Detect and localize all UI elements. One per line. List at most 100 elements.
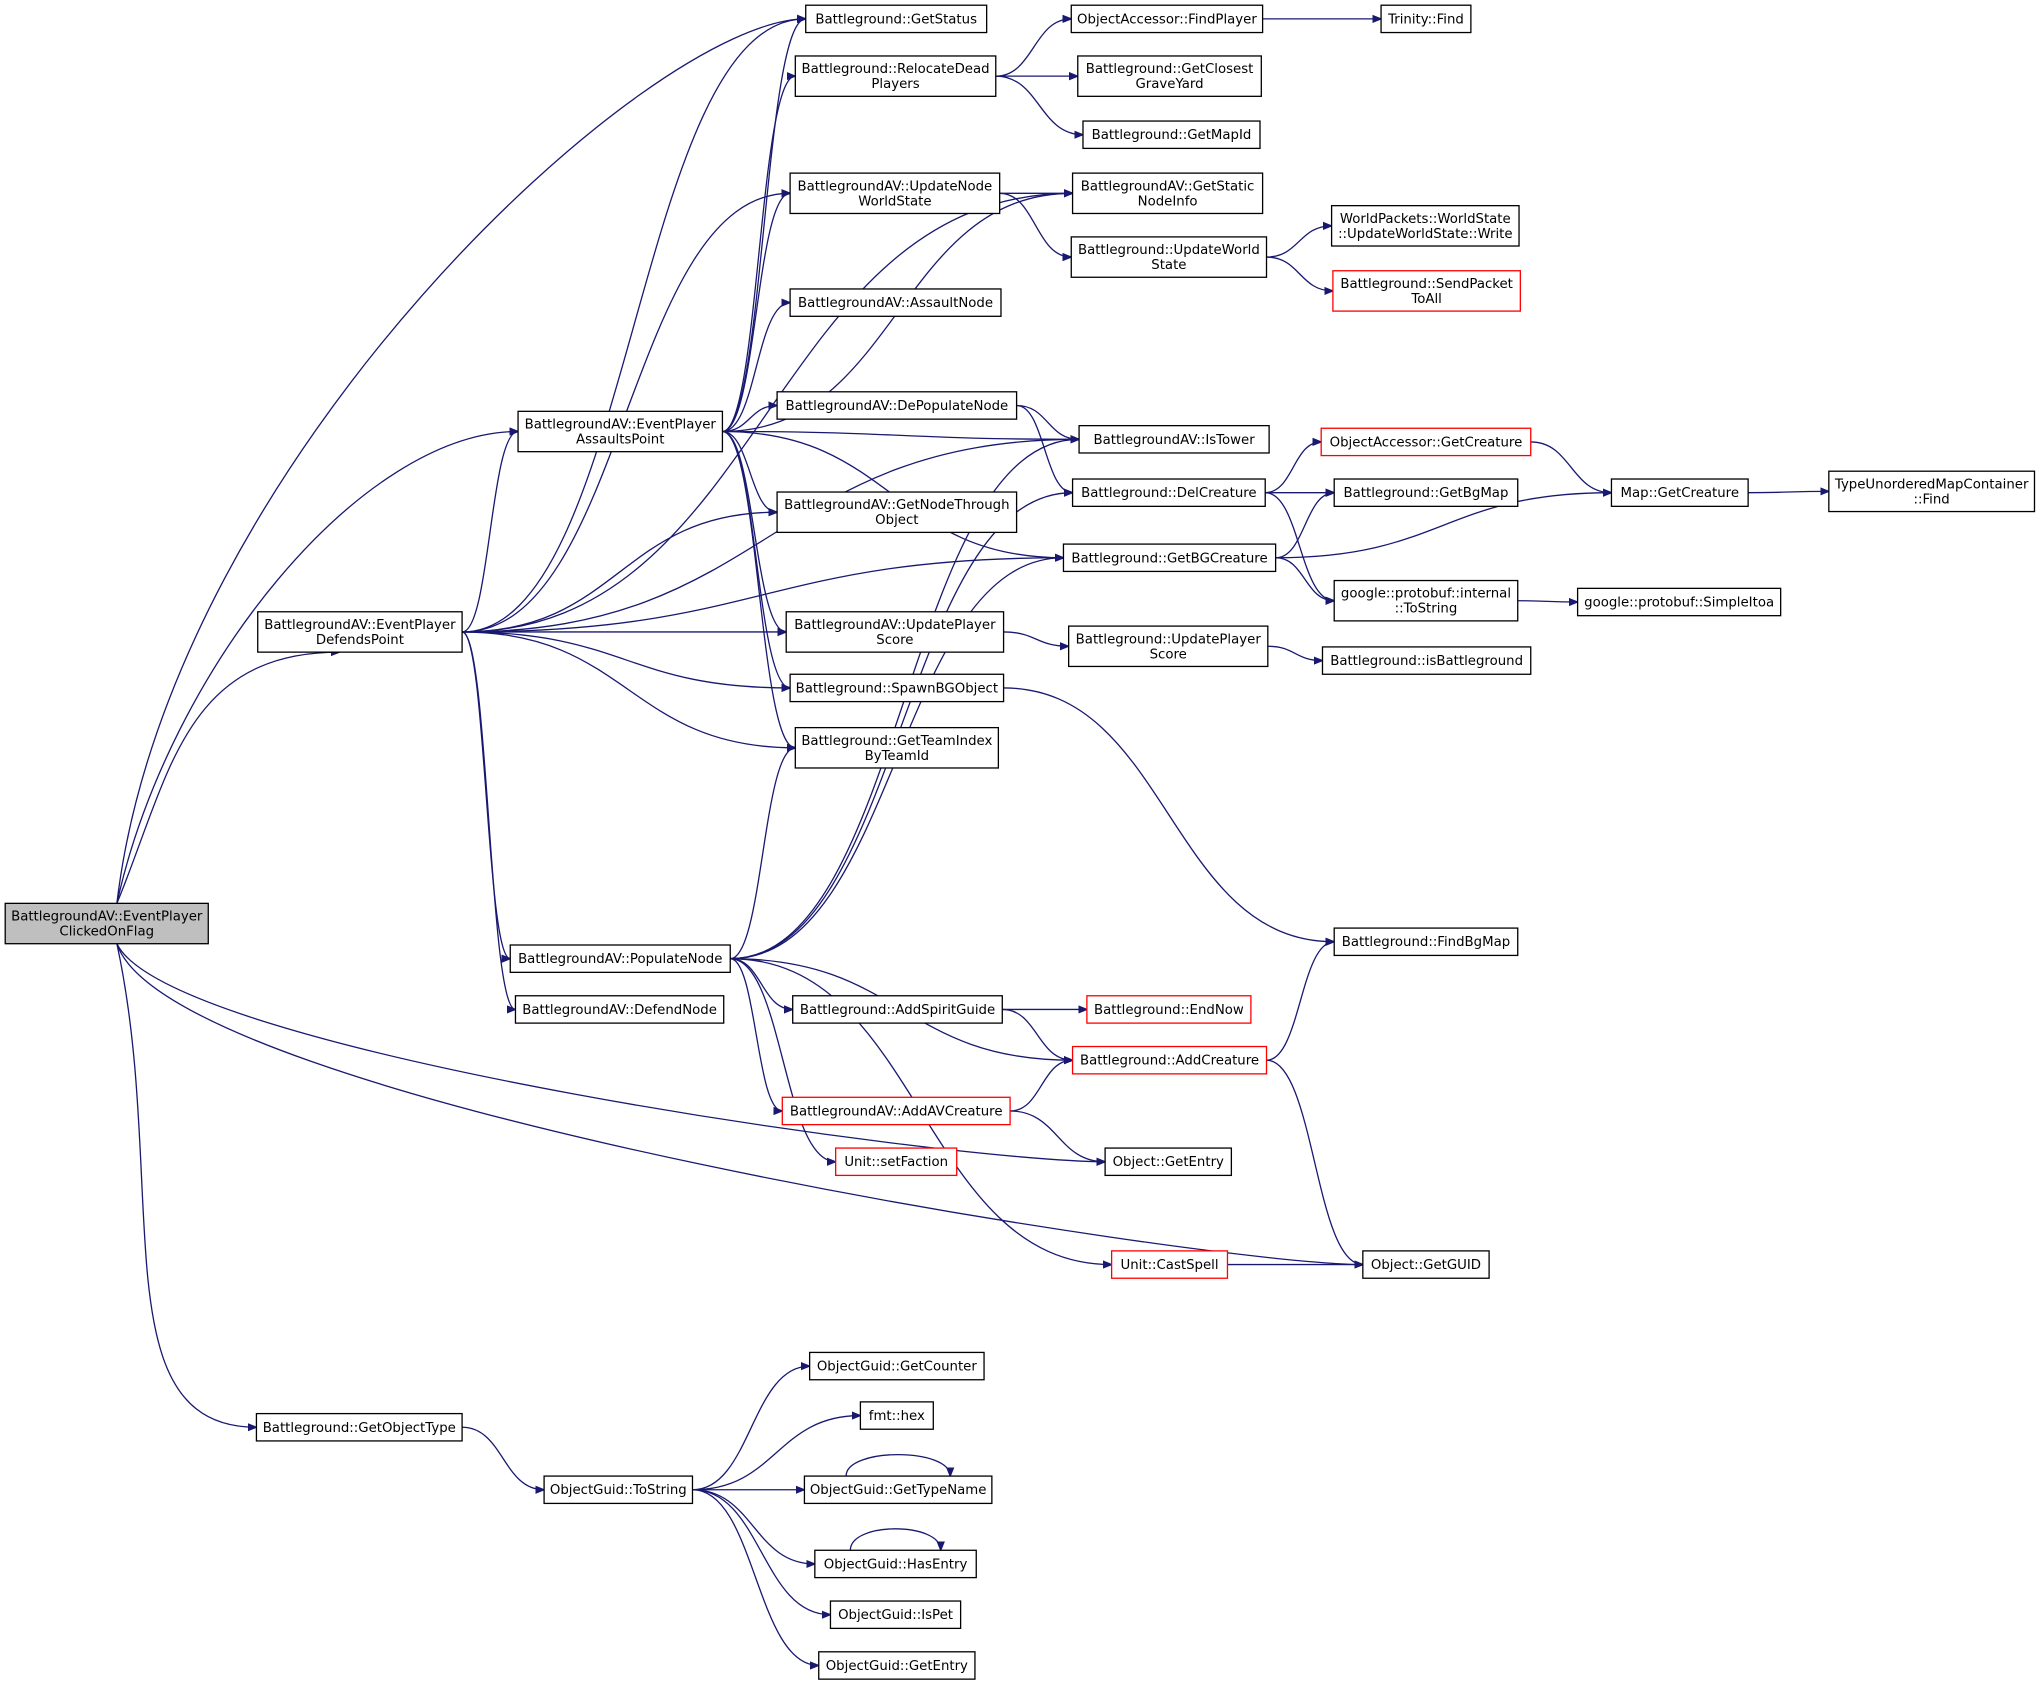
node-simpleitoa[interactable]: google::protobuf::SimpleItoa	[1576, 587, 1782, 617]
edges-layer	[116, 19, 1829, 1666]
node-box	[1380, 4, 1472, 34]
node-getmapid[interactable]: Battleground::GetMapId	[1082, 120, 1261, 150]
node-ogtostring[interactable]: ObjectGuid::ToString	[543, 1475, 694, 1505]
node-box	[1086, 995, 1252, 1024]
edge-updworld-to-sendpacket	[1266, 256, 1333, 291]
edge-addspirit-to-addcreature	[1002, 1008, 1072, 1060]
node-updworld[interactable]: Battleground::UpdateWorldState	[1070, 236, 1268, 278]
node-label: ClickedOnFlag	[59, 925, 154, 940]
node-ispet[interactable]: ObjectGuid::IsPet	[829, 1600, 962, 1630]
node-label: Battleground::GetBGCreature	[1071, 551, 1267, 566]
node-box	[509, 944, 731, 973]
node-label: Battleground::GetBgMap	[1344, 486, 1509, 501]
nodes-layer: BattlegroundAV::EventPlayerClickedOnFlag…	[4, 4, 2036, 1680]
node-label: Battleground::GetMapId	[1092, 128, 1252, 143]
node-label: ObjectAccessor::FindPlayer	[1077, 12, 1257, 27]
edge-getbgcreature-to-mapgetcreature	[1275, 493, 1612, 559]
node-addcreature[interactable]: Battleground::AddCreature	[1071, 1045, 1268, 1075]
edge-popnode-to-teamindex	[730, 748, 795, 960]
node-box	[255, 1412, 463, 1442]
node-box	[1104, 1147, 1233, 1177]
node-findbgmap[interactable]: Battleground::FindBgMap	[1333, 927, 1519, 957]
edge-evassault-to-teamindex	[722, 430, 795, 747]
node-label: Battleground::GetClosest	[1086, 62, 1254, 77]
node-depop[interactable]: BattlegroundAV::DePopulateNode	[776, 391, 1018, 420]
node-mapgetcreature[interactable]: Map::GetCreature	[1610, 478, 1749, 507]
node-tumcfind[interactable]: TypeUnorderedMapContainer::Find	[1828, 470, 2036, 513]
node-addspirit[interactable]: Battleground::AddSpiritGuide	[792, 995, 1003, 1024]
node-setfaction[interactable]: Unit::setFaction	[835, 1147, 958, 1177]
edge-ogtostring-to-getcounter	[692, 1366, 809, 1491]
node-label: BattlegroundAV::UpdateNode	[798, 179, 993, 194]
node-getobjtype[interactable]: Battleground::GetObjectType	[255, 1412, 463, 1442]
node-box	[1071, 172, 1264, 215]
edge-evdefends-to-getstatus	[462, 19, 806, 633]
edge-ogtostring-to-ogentry	[692, 1489, 818, 1666]
node-getbgcreature[interactable]: Battleground::GetBGCreature	[1062, 543, 1277, 573]
node-label: WorldPackets::WorldState	[1340, 212, 1511, 227]
node-label: Battleground::AddSpiritGuide	[800, 1003, 995, 1018]
node-box	[1828, 470, 2036, 513]
edge-evdefends-to-getbgcreature	[462, 558, 1063, 633]
node-label: BattlegroundAV::GetStatic	[1081, 179, 1255, 194]
edge-evassault-to-spawnobj	[722, 430, 790, 687]
node-fmthex[interactable]: fmt::hex	[859, 1401, 934, 1430]
node-assaultnode[interactable]: BattlegroundAV::AssaultNode	[789, 288, 1002, 317]
node-endnow[interactable]: Battleground::EndNow	[1086, 995, 1252, 1024]
node-getguid[interactable]: Object::GetGUID	[1362, 1250, 1490, 1279]
node-isbg[interactable]: Battleground::isBattleground	[1321, 646, 1532, 675]
node-castspell[interactable]: Unit::CastSpell	[1110, 1250, 1229, 1279]
node-label: fmt::hex	[869, 1409, 925, 1424]
node-label: BattlegroundAV::AssaultNode	[798, 296, 993, 311]
edge-updworld-to-wswrite	[1266, 226, 1332, 258]
node-label: ObjectGuid::GetCounter	[817, 1360, 977, 1375]
node-delcreature[interactable]: Battleground::DelCreature	[1071, 478, 1266, 507]
node-wswrite[interactable]: WorldPackets::WorldState::UpdateWorldSta…	[1330, 205, 1520, 247]
node-typename[interactable]: ObjectGuid::GetTypeName	[803, 1475, 993, 1505]
node-addav[interactable]: BattlegroundAV::AddAVCreature	[781, 1096, 1011, 1126]
node-label: ObjectGuid::HasEntry	[824, 1557, 968, 1572]
node-istower[interactable]: BattlegroundAV::IsTower	[1078, 424, 1270, 454]
node-box	[1333, 478, 1519, 507]
node-box	[1071, 478, 1266, 507]
node-popnode[interactable]: BattlegroundAV::PopulateNode	[509, 944, 731, 973]
node-spawnobj[interactable]: Battleground::SpawnBGObject	[789, 673, 1005, 703]
node-label: ObjectGuid::GetTypeName	[810, 1483, 987, 1498]
edge-evdefends-to-nodethrough	[462, 512, 777, 633]
node-box	[514, 995, 725, 1024]
node-findplayer[interactable]: ObjectAccessor::FindPlayer	[1070, 4, 1264, 34]
edge-evdefends-to-defendnode	[461, 631, 515, 1009]
node-tostringpb[interactable]: google::protobuf::internal::ToString	[1333, 579, 1519, 622]
node-label: Trinity::Find	[1387, 12, 1464, 27]
node-getentryobj[interactable]: Object::GetEntry	[1104, 1147, 1233, 1177]
node-ogentry[interactable]: ObjectGuid::GetEntry	[818, 1651, 976, 1680]
edge-evassault-to-assaultnode	[722, 303, 790, 433]
node-defendnode[interactable]: BattlegroundAV::DefendNode	[514, 995, 725, 1024]
node-hasentry[interactable]: ObjectGuid::HasEntry	[814, 1549, 977, 1579]
node-label: Battleground::EndNow	[1094, 1003, 1244, 1018]
node-label: BattlegroundAV::PopulateNode	[518, 952, 722, 967]
node-getstatus[interactable]: Battleground::GetStatus	[805, 4, 988, 34]
node-label: Score	[1150, 647, 1187, 662]
node-label: google::protobuf::internal	[1341, 587, 1511, 602]
edge-ogtostring-to-fmthex	[692, 1416, 860, 1491]
node-getbgmap[interactable]: Battleground::GetBgMap	[1333, 478, 1519, 507]
node-trinityfind[interactable]: Trinity::Find	[1380, 4, 1472, 34]
edge-relocate-to-findplayer	[995, 19, 1071, 77]
node-oagetcreature[interactable]: ObjectAccessor::GetCreature	[1320, 427, 1532, 457]
node-getcounter[interactable]: ObjectGuid::GetCounter	[808, 1351, 985, 1381]
edge-tostringpb-to-simpleitoa	[1517, 601, 1578, 602]
